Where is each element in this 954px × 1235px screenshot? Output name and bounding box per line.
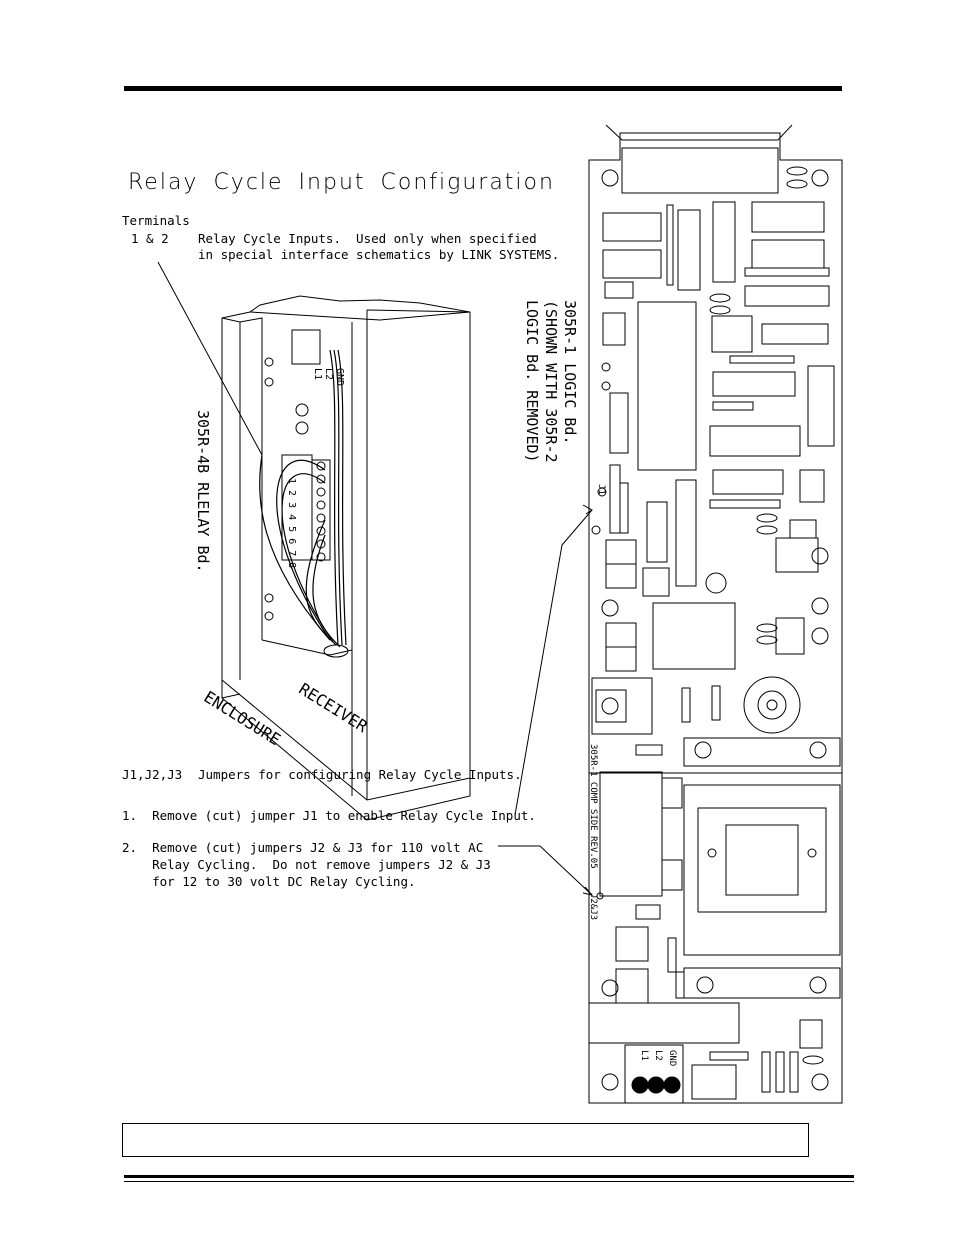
j2j3-arrow xyxy=(582,886,594,896)
page-title: Relay Cycle Input Configuration xyxy=(128,170,555,195)
j1-arrow xyxy=(582,504,593,515)
j1-leader xyxy=(514,509,593,816)
step-1: 1. Remove (cut) jumper J1 to enable Rela… xyxy=(122,808,536,823)
step-2-line-3: for 12 to 30 volt DC Relay Cycling. xyxy=(122,874,416,889)
relay-enclosure xyxy=(221,295,471,821)
terminals-leader xyxy=(157,261,263,456)
logic-board xyxy=(588,124,843,1104)
jumpers-label: J1,J2,J3 xyxy=(122,767,183,782)
terminals-description-2: in special interface schematics by LINK … xyxy=(198,247,560,262)
j2j3-leader xyxy=(498,845,593,896)
footer-note-box xyxy=(122,1123,809,1157)
top-rule xyxy=(124,86,842,91)
step-2-line-1: 2. Remove (cut) jumpers J2 & J3 for 110 … xyxy=(122,840,484,855)
terminals-description-1: Relay Cycle Inputs. Used only when speci… xyxy=(198,231,537,246)
logic-terminal-block xyxy=(631,1076,681,1094)
terminals-number: 1 & 2 xyxy=(131,231,169,246)
bottom-rule-thick xyxy=(124,1175,854,1178)
bottom-rule-thin xyxy=(124,1181,854,1182)
wiring-harness xyxy=(259,349,347,648)
terminals-label: Terminals xyxy=(122,213,190,228)
step-2-line-2: Relay Cycling. Do not remove jumpers J2 … xyxy=(122,857,491,872)
